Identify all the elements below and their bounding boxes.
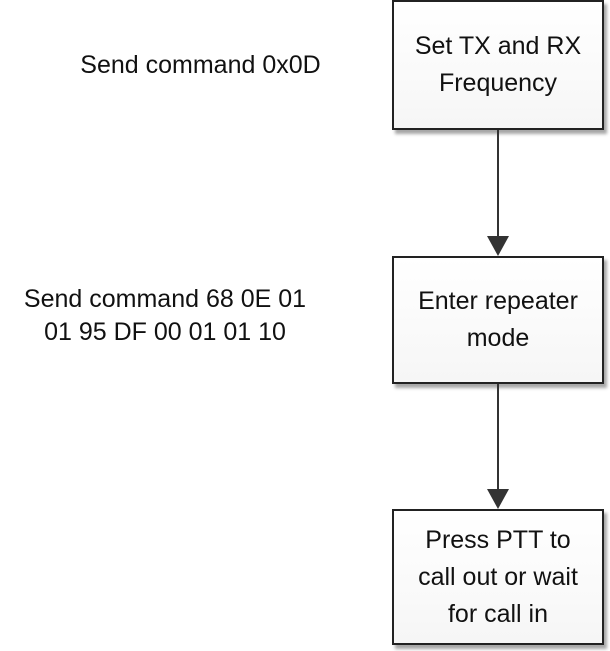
step-set-frequency-box: Set TX and RX Frequency xyxy=(392,0,604,130)
step-label-line: mode xyxy=(466,324,530,352)
step-label-line: Enter repeater xyxy=(418,287,578,315)
step-repeater-mode-box: Enter repeater mode xyxy=(392,256,604,384)
step-label-line: Press PTT to xyxy=(425,525,571,554)
step-label-line: Frequency xyxy=(438,69,558,97)
step-label-line: for call in xyxy=(447,599,549,628)
arrowhead-2 xyxy=(487,489,509,509)
note-send-command-repeater: Send command 68 0E 01 01 95 DF 00 01 01 … xyxy=(0,283,330,349)
note-send-command-0x0d: Send command 0x0D xyxy=(58,49,343,82)
note-line: Send command 0x0D xyxy=(80,51,321,79)
note-line: Send command 68 0E 01 xyxy=(23,285,307,313)
step-label-line: call out or wait xyxy=(418,562,578,591)
step-label-line: Set TX and RX xyxy=(414,32,582,60)
note-line: 01 95 DF 00 01 01 10 xyxy=(44,318,286,346)
arrowhead-1 xyxy=(487,236,509,256)
step-press-ptt-box: Press PTT to call out or wait for call i… xyxy=(392,509,604,645)
